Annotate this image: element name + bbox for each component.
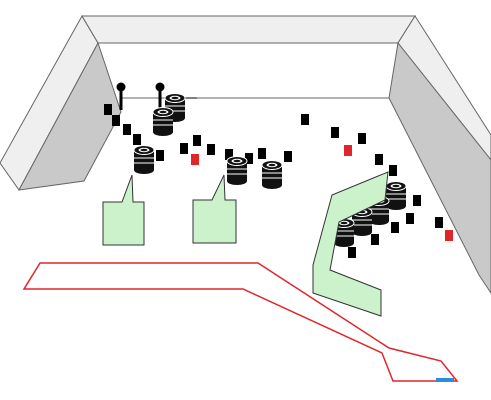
panel-center xyxy=(192,174,237,244)
block xyxy=(389,165,397,176)
tire-stacks xyxy=(133,93,407,248)
block xyxy=(104,104,112,115)
right-wall-outer xyxy=(397,15,491,161)
block xyxy=(375,154,383,165)
red-marker xyxy=(191,154,199,165)
block xyxy=(406,213,414,224)
red-markers xyxy=(191,145,453,241)
left-wall-inner xyxy=(18,41,122,191)
tire-stack xyxy=(152,107,174,137)
red-track xyxy=(22,262,459,382)
block xyxy=(284,151,292,162)
panel-left xyxy=(102,174,145,246)
block xyxy=(112,115,120,126)
cone-blocks xyxy=(104,104,443,258)
pole-marker xyxy=(116,82,126,110)
right-wall-inner xyxy=(388,41,491,294)
block xyxy=(331,127,339,138)
block xyxy=(156,150,164,161)
block xyxy=(391,222,399,233)
block xyxy=(180,143,188,154)
red-marker xyxy=(445,230,453,241)
tire-stack xyxy=(226,156,248,186)
block xyxy=(358,133,366,144)
green-panels xyxy=(102,171,389,317)
block xyxy=(225,149,233,160)
block xyxy=(301,114,309,125)
block xyxy=(207,144,215,155)
panel-right xyxy=(312,171,389,317)
block xyxy=(258,148,266,159)
block xyxy=(123,124,131,135)
start-pad xyxy=(436,378,454,382)
top-wall-outer xyxy=(81,15,416,44)
tire-stack xyxy=(133,145,155,175)
tire-stack xyxy=(261,160,283,190)
block xyxy=(371,234,379,245)
block xyxy=(133,134,141,145)
block xyxy=(435,217,443,228)
block xyxy=(413,195,421,206)
block xyxy=(193,135,201,146)
block xyxy=(245,153,253,164)
red-marker xyxy=(344,145,352,156)
block xyxy=(348,247,356,258)
